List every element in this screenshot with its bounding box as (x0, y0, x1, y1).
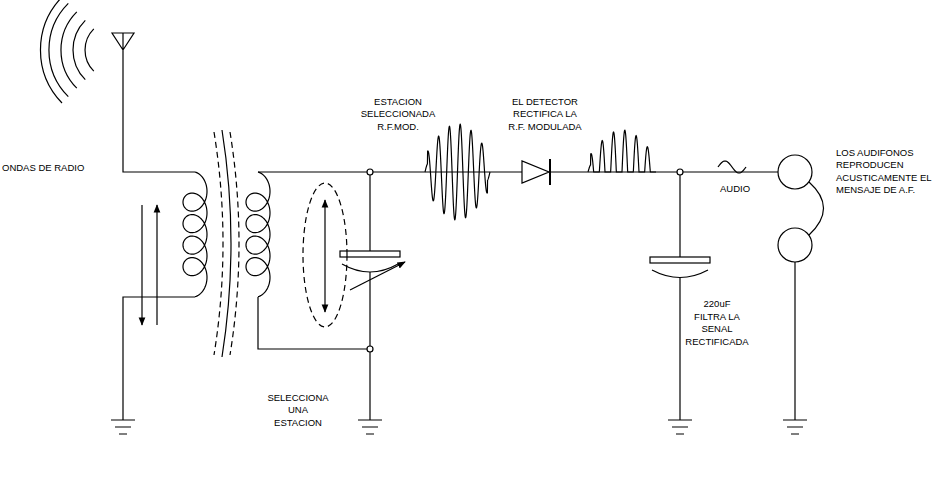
caption-label: FILTRA LA SENAL RECTIFICADA (683, 311, 751, 348)
transformer-core (214, 130, 239, 357)
junction (367, 169, 373, 175)
junction (677, 169, 683, 175)
filter-capacitor (650, 172, 710, 420)
headphones (778, 155, 824, 420)
ground-symbol (668, 420, 692, 434)
variable-capacitor (340, 172, 405, 420)
wave-arc (49, 3, 68, 96)
wire (679, 172, 680, 257)
rectified-wave (588, 130, 656, 172)
current-arrow (141, 205, 142, 325)
tuning-arrow (350, 262, 405, 290)
current-arrow (156, 205, 157, 325)
earpiece (778, 228, 812, 262)
wire (258, 171, 522, 172)
audio-wave (718, 161, 746, 173)
stage-label: ESTACION SELECCIONADA R.F.MOD. (358, 96, 438, 133)
wave-arc (73, 20, 85, 79)
core-line (222, 130, 231, 357)
ground-symbol (111, 420, 135, 434)
wire (550, 171, 778, 172)
wire (123, 297, 195, 420)
value-label: 220uF (687, 298, 747, 310)
wire (369, 172, 370, 251)
capacitor-plate (652, 270, 708, 278)
wave-arc (85, 29, 94, 71)
caption-label: SELECCIONA UNA ESTACION (267, 392, 329, 429)
wire (679, 278, 680, 420)
primary-coil (183, 172, 207, 297)
secondary-coil (246, 172, 270, 297)
signal-waveforms (425, 124, 746, 219)
capacitor-plate (342, 264, 398, 272)
signal-label: AUDIO (710, 183, 760, 195)
antenna-symbol (112, 33, 195, 172)
diode-triangle (522, 161, 549, 183)
wire (794, 262, 795, 420)
wave-arc (61, 12, 77, 88)
current-arrow (324, 200, 325, 312)
caption-label: ONDAS DE RADIO (2, 162, 102, 174)
wire (258, 297, 370, 349)
caption-label: LOS AUDIFONOS REPRODUCEN ACUSTICAMENTE E… (836, 147, 940, 196)
coils (183, 172, 270, 297)
ground-symbol (783, 420, 807, 434)
stage-label: EL DETECTOR RECTIFICA LA R.F. MODULADA (506, 96, 584, 133)
radio-waves (40, 0, 93, 103)
earpiece (778, 155, 812, 189)
modulated-rf-wave (425, 124, 490, 219)
core-line (230, 132, 239, 355)
core-line (214, 132, 223, 355)
junction (367, 346, 373, 352)
ground-symbol (358, 420, 382, 434)
capacitor-plate (340, 251, 400, 257)
capacitor-plate (650, 257, 710, 263)
headband (809, 182, 824, 235)
wave-arc (40, 0, 62, 103)
